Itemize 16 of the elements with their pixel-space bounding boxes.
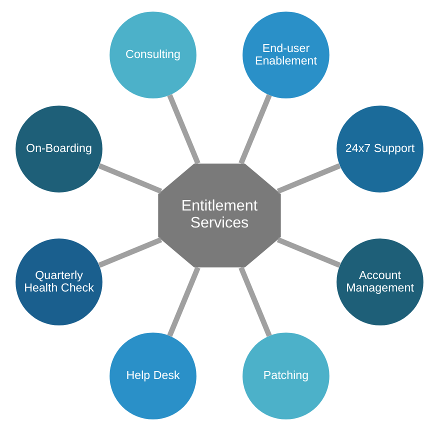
connector <box>98 237 162 268</box>
connector <box>167 94 200 164</box>
node-circle: 24x7 Support <box>336 106 424 192</box>
node-circle: Consulting <box>110 12 196 98</box>
connector <box>98 163 162 194</box>
node-circle: Quarterly Health Check <box>16 238 102 326</box>
node-circle: Account Management <box>336 238 424 326</box>
connector <box>167 266 200 337</box>
node-circle: On-Boarding <box>16 106 102 192</box>
connector <box>238 266 272 337</box>
connector <box>238 94 272 164</box>
connector <box>276 163 341 194</box>
connector <box>276 237 341 268</box>
node-circle: End-user Enablement <box>242 12 330 98</box>
node-circle: Help Desk <box>110 332 196 420</box>
node-circle: Patching <box>242 332 330 420</box>
